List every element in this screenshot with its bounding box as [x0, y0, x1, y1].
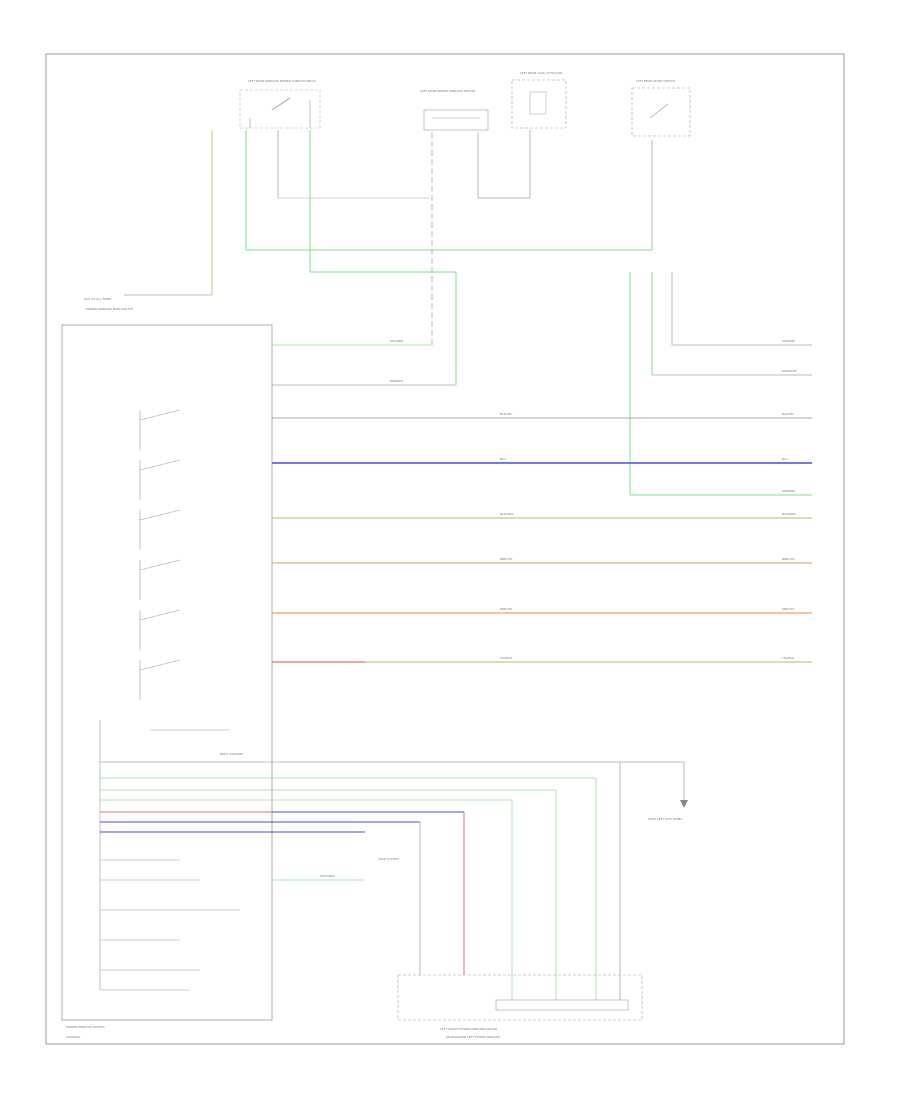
svg-text:YEL/BLK: YEL/BLK — [500, 656, 513, 660]
hot-label: HOT AT ALL TIMES — [84, 297, 112, 301]
wire-2: BRN/BLK — [272, 379, 456, 386]
door-switch: LEFT REAR DOOR SWITCH — [631, 79, 691, 137]
svg-text:RED/YEL: RED/YEL — [500, 607, 513, 611]
svg-text:WHT/GRN: WHT/GRN — [320, 874, 335, 878]
diagram-frame — [45, 53, 845, 1045]
svg-text:BLK/GRN: BLK/GRN — [782, 512, 795, 516]
main-switch-label: POWER WINDOW MAIN SWITCH — [86, 307, 133, 311]
front-module-wires: WHT/GRN — [100, 761, 688, 1000]
lock-actuator-label: LEFT REAR LOCK ACTUATOR — [520, 71, 562, 75]
wire-3: BLK/YEL — [272, 412, 812, 419]
svg-text:RED/YEL: RED/YEL — [782, 607, 795, 611]
svg-text:GRN/BLK: GRN/BLK — [782, 339, 796, 343]
body-ground-label: BODY GROUND — [220, 752, 244, 756]
front-door-module: LEFT FRONT POWER WINDOW MOTOR (INTEGRATE… — [397, 974, 643, 1039]
wire-8: YEL/BLK — [272, 656, 812, 663]
svg-text:GRY/RED: GRY/RED — [390, 339, 404, 343]
svg-text:BRN/BLK: BRN/BLK — [390, 379, 404, 383]
svg-text:BRN/YEL: BRN/YEL — [500, 557, 513, 561]
wire-5: BLK/GRN — [272, 512, 812, 519]
svg-text:GRN/BLK: GRN/BLK — [782, 489, 796, 493]
svg-text:BLU: BLU — [782, 457, 788, 461]
wire-7: RED/YEL — [272, 607, 812, 614]
svg-text:BLK/YEL: BLK/YEL — [500, 412, 512, 416]
lock-system-label: LOCK SYSTEM — [378, 857, 399, 861]
wire-4: BLU — [272, 457, 812, 464]
relay-label: LEFT REAR WINDOW POWER WINDOW RELAY — [248, 79, 316, 83]
svg-text:YEL/BLK: YEL/BLK — [782, 656, 795, 660]
window-relay: LEFT REAR WINDOW POWER WINDOW RELAY — [239, 79, 321, 129]
rear-window-motor: LEFT REAR POWER WINDOW MOTOR — [420, 89, 489, 131]
motor-label: LEFT REAR POWER WINDOW MOTOR — [420, 89, 475, 93]
front-module-sublabel: (INTEGRATED LEFT FRONT MODULE) — [446, 1035, 501, 1039]
wire-6: BRN/YEL — [272, 557, 812, 564]
svg-text:BLK/YEL: BLK/YEL — [782, 412, 794, 416]
svg-text:BRN/YEL: BRN/YEL — [782, 557, 795, 561]
footer-label: POWER WINDOW SWITCH — [66, 1025, 105, 1029]
wire-1: GRY/RED — [272, 339, 432, 346]
svg-text:GRN/WHT: GRN/WHT — [782, 369, 797, 373]
switch-contacts — [99, 409, 240, 991]
right-terminal-labels: GRN/BLK GRN/WHT BLK/YEL BLU GRN/BLK BLK/… — [782, 339, 797, 660]
front-module-label: LEFT FRONT POWER WINDOW MOTOR — [440, 1027, 497, 1031]
power-window-main-switch — [61, 324, 273, 1021]
lock-actuator: LEFT REAR LOCK ACTUATOR — [511, 71, 567, 129]
ground-ref-label: G501 LEFT KICK PANEL — [648, 817, 683, 821]
footer-sublabel: CONTROL — [66, 1035, 81, 1039]
svg-text:BLU: BLU — [500, 457, 506, 461]
door-switch-label: LEFT REAR DOOR SWITCH — [636, 79, 675, 83]
svg-text:BLK/GRN: BLK/GRN — [500, 512, 513, 516]
